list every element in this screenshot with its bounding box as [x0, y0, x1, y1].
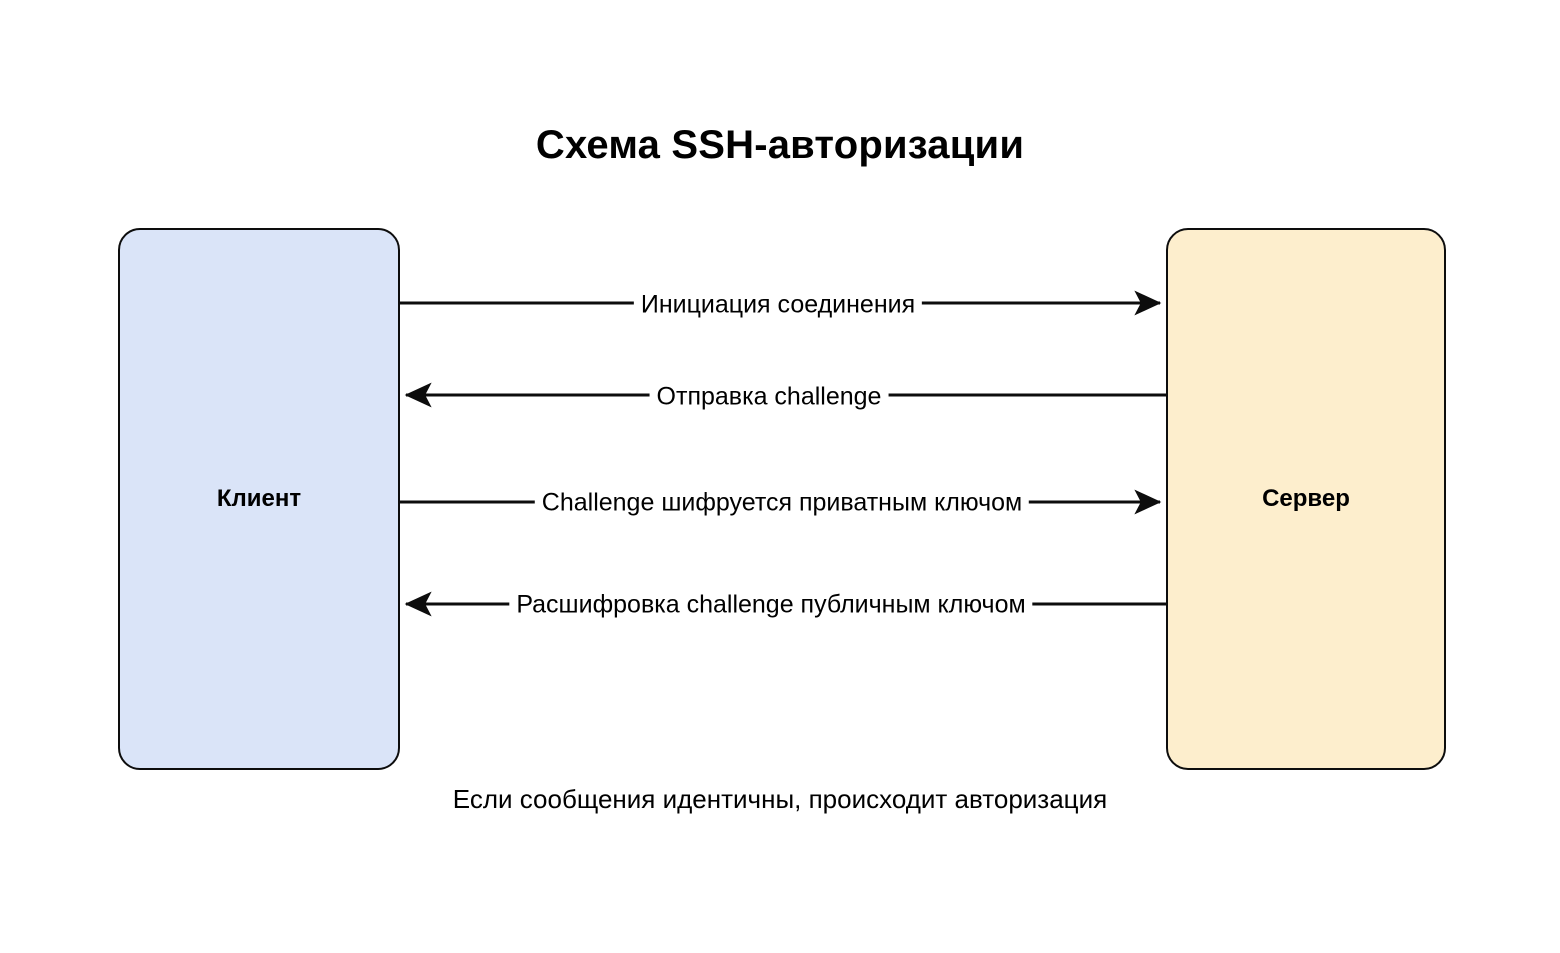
flow-label-3: Challenge шифруется приватным ключом	[534, 490, 1030, 516]
flow-label-2: Отправка challenge	[649, 384, 889, 410]
node-client[interactable]: Клиент	[118, 228, 400, 770]
diagram-title: Схема SSH-авторизации	[535, 123, 1025, 167]
flow-label-1: Инициация соединения	[633, 292, 923, 318]
node-server[interactable]: Сервер	[1166, 228, 1446, 770]
diagram-footnote: Если сообщения идентичны, происходит авт…	[452, 784, 1108, 814]
node-client-label: Клиент	[216, 485, 302, 512]
flow-label-4: Расшифровка challenge публичным ключом	[509, 592, 1033, 618]
node-server-label: Сервер	[1262, 485, 1350, 512]
